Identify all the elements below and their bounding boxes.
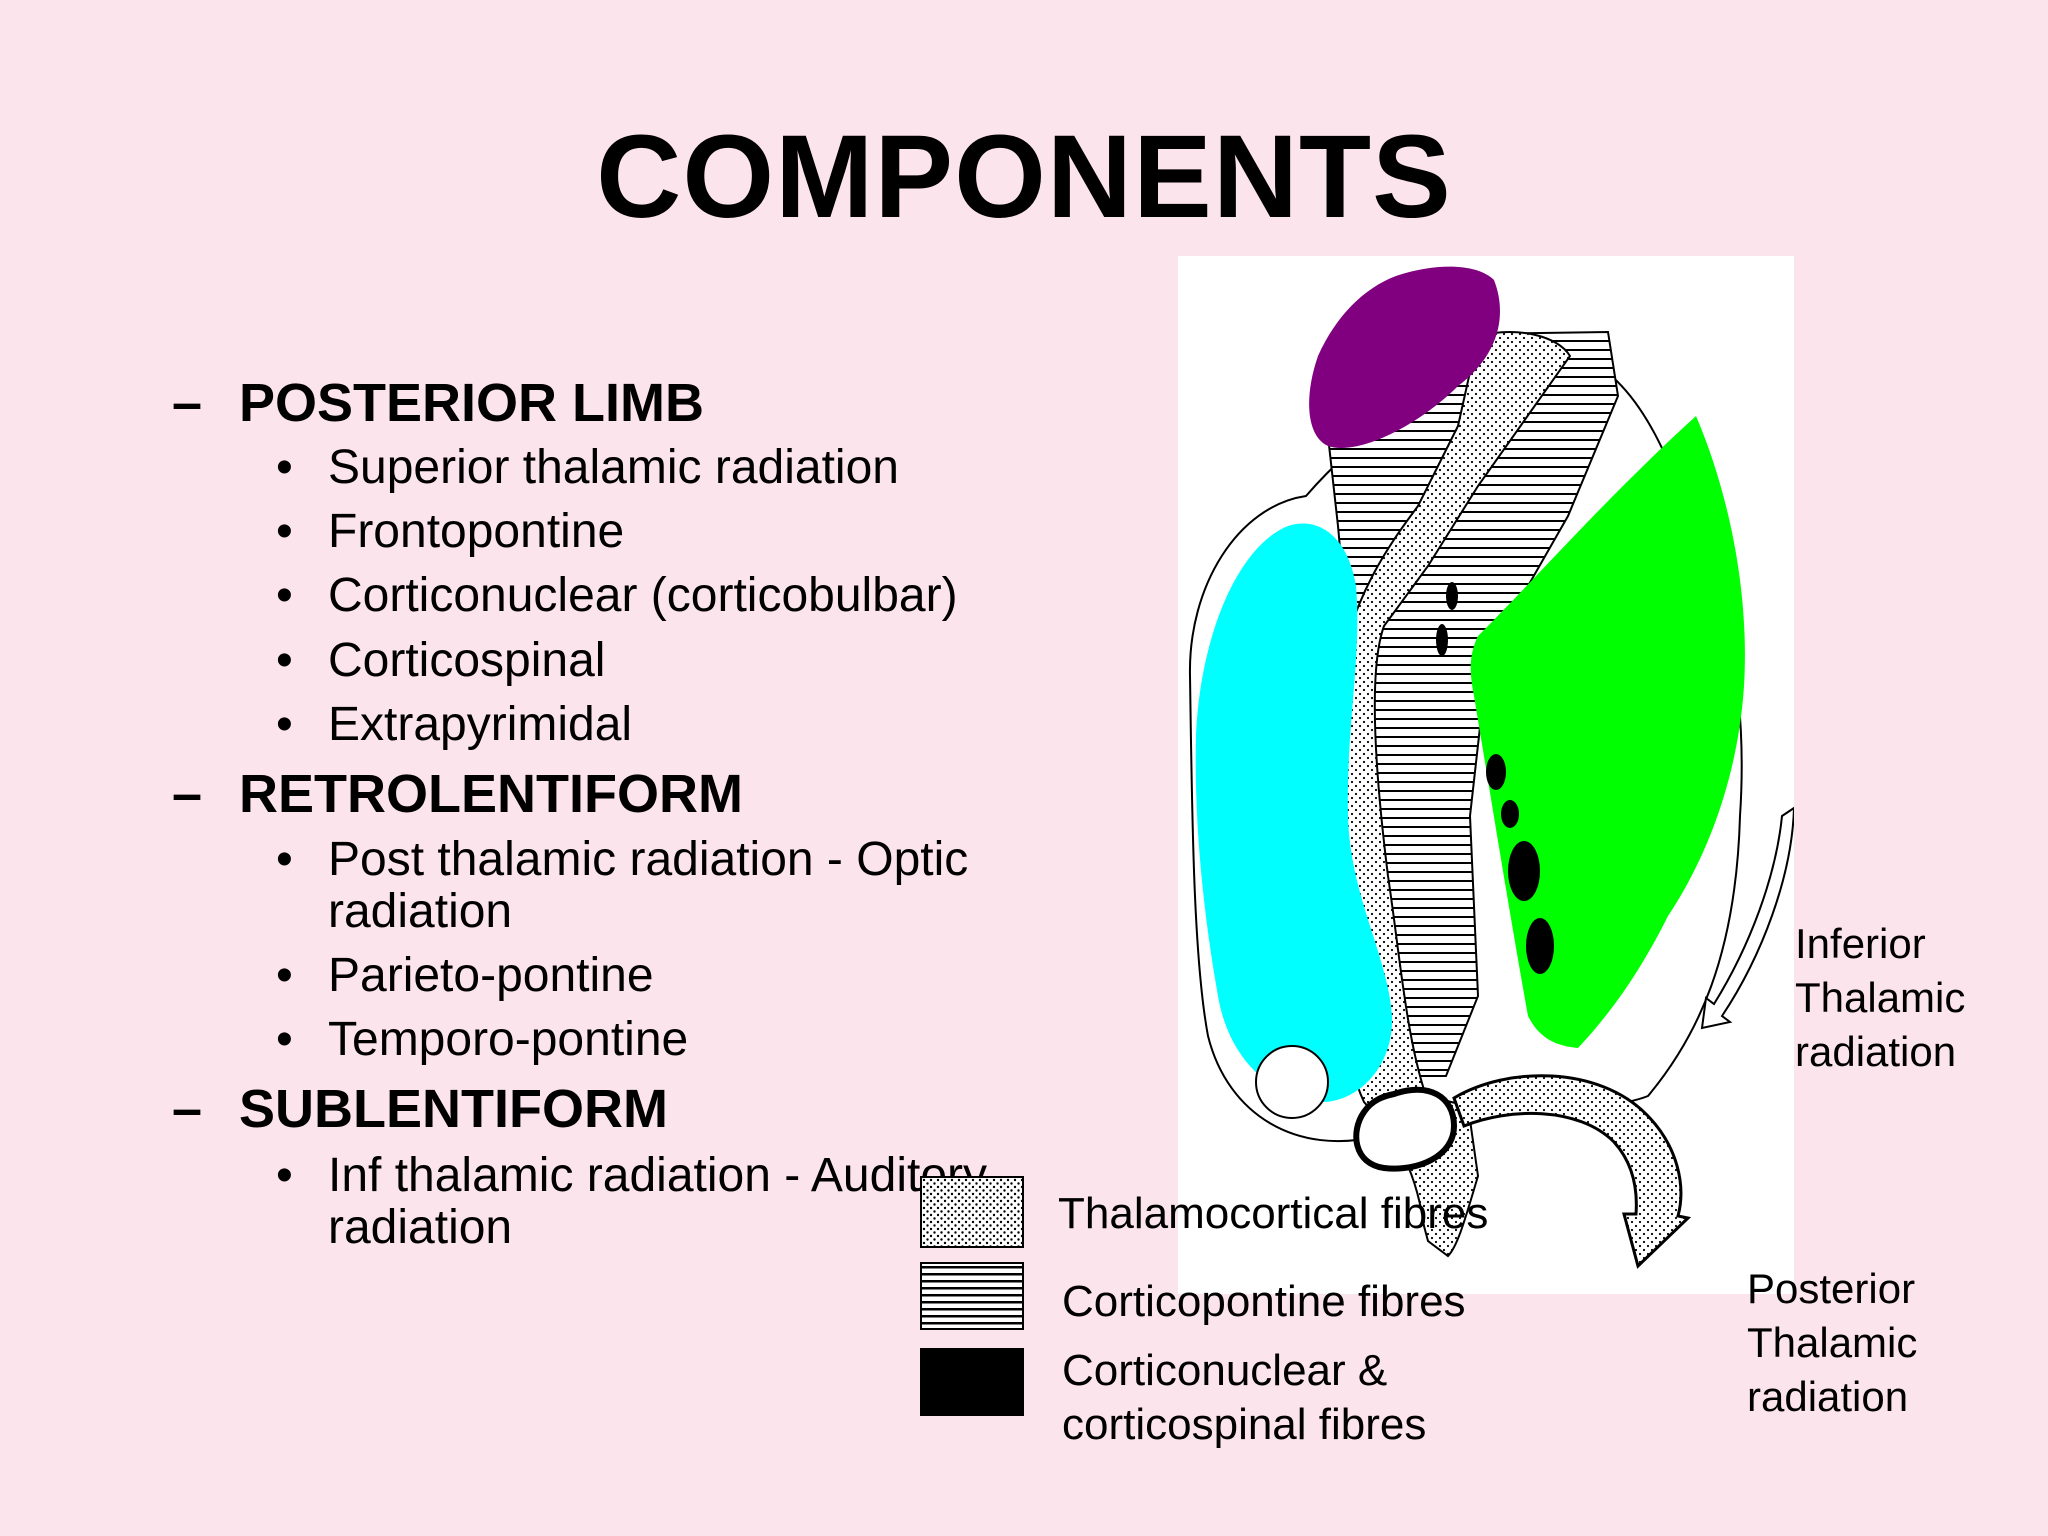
internal-capsule-diagram — [1188, 266, 1794, 1269]
dash-marker: – — [172, 764, 203, 824]
label-line: Posterior — [1747, 1265, 1916, 1312]
list-item-text: Inf thalamic radiation - Auditory — [328, 1149, 987, 1202]
section-heading-text: POSTERIOR LIMB — [239, 373, 705, 433]
corticospinal-fibre-mark — [1486, 754, 1506, 790]
slide-title: COMPONENTS — [596, 111, 1452, 243]
bullet-marker: • — [276, 949, 293, 1002]
list-item-text: radiation — [328, 1201, 513, 1254]
section-heading-text: SUBLENTIFORM — [239, 1079, 668, 1139]
caudate-nucleus-region — [1309, 266, 1500, 448]
thalamus-region — [1195, 523, 1393, 1103]
list-item-text: Parieto-pontine — [328, 949, 654, 1002]
list-item-text: Corticonuclear (corticobulbar) — [328, 569, 958, 622]
bullet-marker: • — [276, 698, 293, 751]
bullet-marker: • — [276, 569, 293, 622]
dash-marker: – — [172, 373, 203, 433]
legend-label-thalamocortical: Thalamocortical fibres — [1058, 1189, 1489, 1238]
lateral-geniculate-body — [1353, 1086, 1458, 1172]
lentiform-nucleus-region — [1470, 416, 1745, 1048]
corticonuclear-fibre-mark — [1446, 582, 1458, 610]
list-item-text: Extrapyrimidal — [328, 698, 633, 751]
legend-swatch-thalamocortical — [920, 1176, 1024, 1248]
medial-geniculate-body — [1255, 1045, 1329, 1119]
bullet-marker: • — [276, 833, 293, 886]
bullet-marker: • — [276, 634, 293, 687]
label-line: Thalamic — [1795, 974, 1966, 1021]
list-item-text: Temporo-pontine — [328, 1013, 689, 1066]
label-line: Inferior — [1795, 920, 1926, 967]
legend-swatch-corticopontine — [920, 1262, 1024, 1330]
dash-marker: – — [172, 1079, 203, 1139]
bullet-marker: • — [276, 441, 293, 494]
label-line: Thalamic — [1747, 1319, 1918, 1366]
list-item-text: Post thalamic radiation - Optic — [328, 833, 969, 886]
legend-label-corticopontine: Corticopontine fibres — [1062, 1277, 1466, 1326]
list-item-text: Frontopontine — [328, 505, 625, 558]
label-line: radiation — [1747, 1373, 1909, 1420]
inferior-thalamic-radiation-arrow — [1700, 806, 1794, 1030]
corticospinal-fibre-mark — [1501, 800, 1519, 828]
corticospinal-fibre-mark — [1526, 918, 1554, 974]
bullet-marker: • — [276, 1149, 293, 1202]
inferior-thalamic-radiation-label: Inferior Thalamic radiation — [1795, 917, 1965, 1079]
bullet-marker: • — [276, 1013, 293, 1066]
outline-list: – POSTERIOR LIMB • Superior thalamic rad… — [0, 0, 1100, 1300]
label-line: radiation — [1795, 1028, 1957, 1075]
legend-swatch-corticonuclear — [920, 1348, 1024, 1416]
list-item-text: Superior thalamic radiation — [328, 441, 899, 494]
posterior-thalamic-radiation-arrow — [1452, 1074, 1692, 1269]
posterior-thalamic-radiation-label: Posterior Thalamic radiation — [1747, 1262, 1917, 1424]
corticospinal-fibre-mark — [1508, 841, 1540, 901]
legend-label-corticonuclear: Corticonuclear & corticospinal fibres — [1062, 1344, 1426, 1452]
list-item-text: Corticospinal — [328, 634, 606, 687]
section-heading-text: RETROLENTIFORM — [239, 764, 743, 824]
legend-label-line: corticospinal fibres — [1062, 1400, 1427, 1449]
legend-label-line: Corticonuclear & — [1062, 1346, 1388, 1395]
list-item-text: radiation — [328, 885, 513, 938]
bullet-marker: • — [276, 505, 293, 558]
corticonuclear-fibre-mark — [1436, 624, 1448, 656]
